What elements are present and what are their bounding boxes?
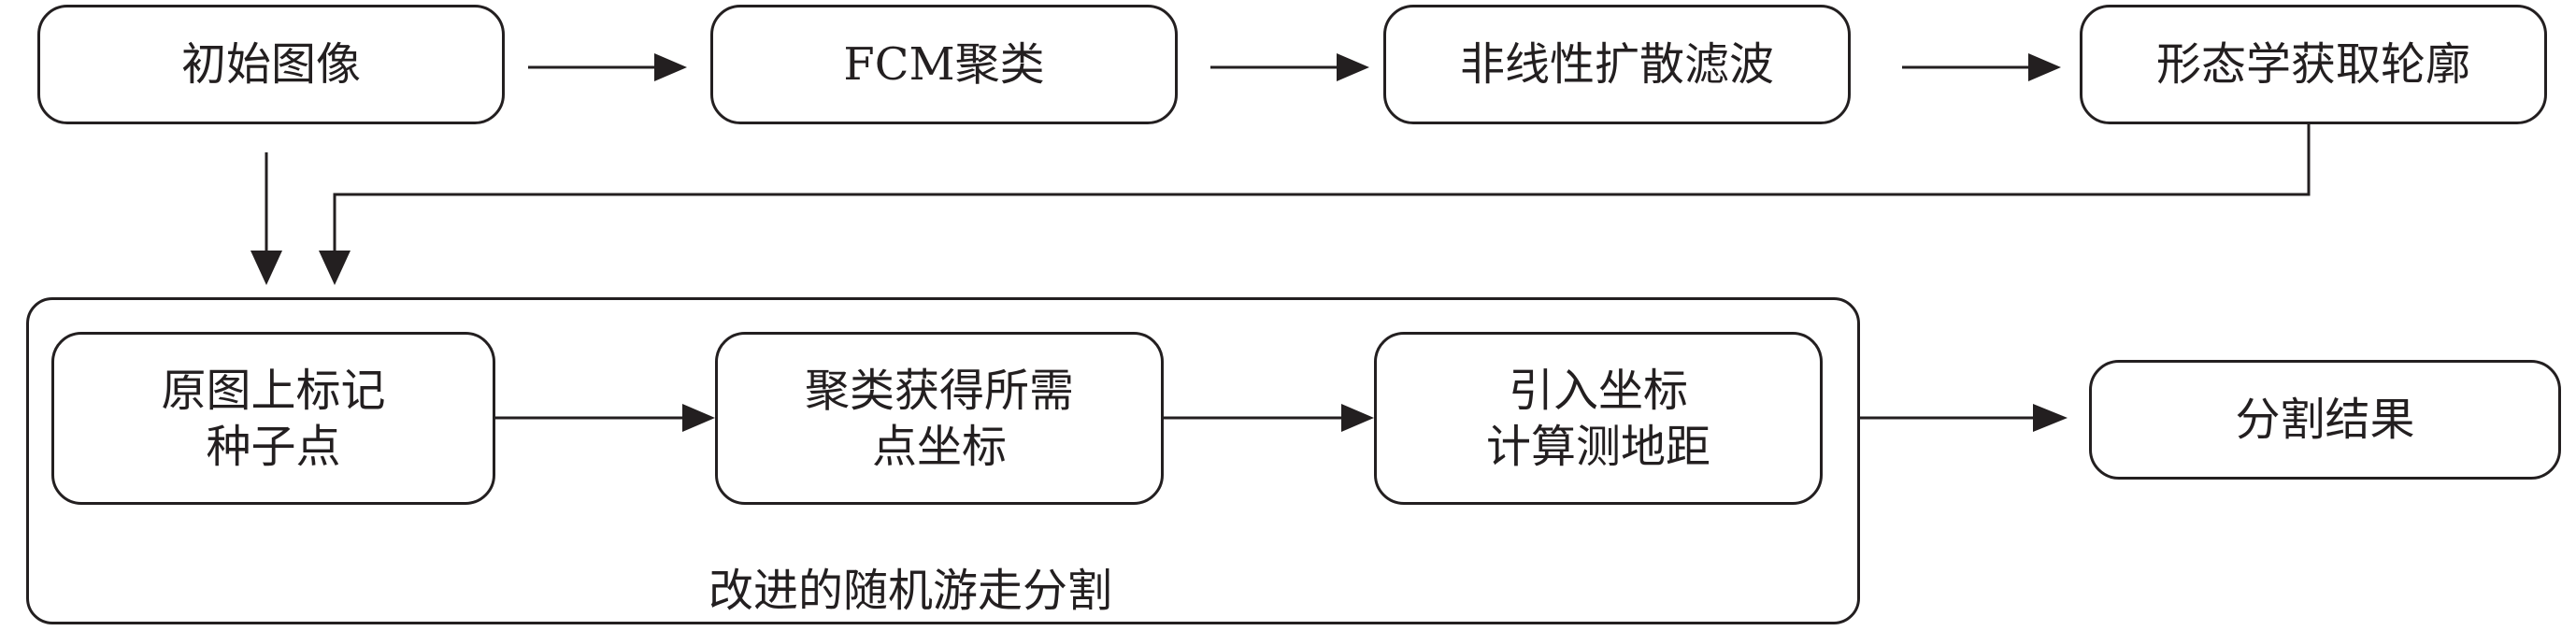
arrowhead [1337,53,1369,81]
arrowhead [2033,404,2068,432]
node-segmentation-result: 分割结果 [2089,360,2561,480]
node-mark-seeds: 原图上标记 种子点 [51,332,495,505]
arrowhead [682,404,715,432]
node-label: FCM聚类 [843,38,1045,91]
node-label-line1: 聚类获得所需 [804,364,1074,417]
node-label: 非线性扩散滤波 [1459,38,1774,91]
node-label: 形态学获取轮廓 [2155,38,2470,91]
node-initial-image: 初始图像 [37,5,505,124]
node-label-line2: 种子点 [206,420,341,473]
node-label-line1: 原图上标记 [161,364,386,417]
node-morphology-contour: 形态学获取轮廓 [2080,5,2547,124]
arrowhead [654,53,687,81]
arrow-morphology-feedback [333,124,2311,257]
node-label: 初始图像 [180,38,361,91]
arrowhead [1341,404,1374,432]
node-cluster-coords: 聚类获得所需 点坐标 [715,332,1164,505]
node-geodesic-distance: 引入坐标 计算测地距 [1374,332,1823,505]
node-label: 分割结果 [2235,394,2415,446]
node-label-line1: 引入坐标 [1508,364,1688,417]
arrowhead [250,251,282,285]
group-label: 改进的随机游走分割 [708,565,1113,617]
arrowhead [319,251,351,285]
node-fcm-clustering: FCM聚类 [710,5,1178,124]
node-label-line2: 点坐标 [871,420,1007,473]
node-nonlinear-diffusion: 非线性扩散滤波 [1383,5,1851,124]
arrowhead [2028,53,2061,81]
node-label-line2: 计算测地距 [1485,420,1710,473]
group-improved-random-walk [26,297,1860,624]
